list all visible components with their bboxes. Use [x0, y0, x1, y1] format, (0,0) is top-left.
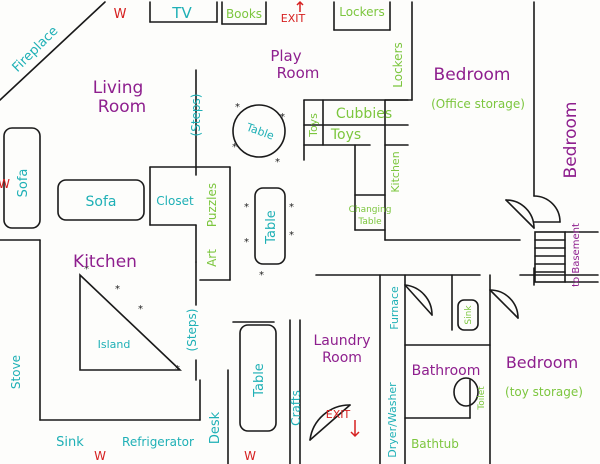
toys-label: Toys — [330, 127, 361, 143]
exit-bottom-label: EXIT — [326, 408, 351, 421]
laundry-room-label: Laundry — [313, 333, 370, 349]
sink-label: Sink — [56, 435, 84, 450]
tv-label: TV — [171, 4, 192, 22]
steps-upper-label: (Steps) — [189, 94, 203, 137]
lower-table-shape — [239, 324, 277, 432]
room-labels: Living Room Play Room Bedroom Bedroom Ki… — [73, 47, 581, 379]
bathtub-label: Bathtub — [411, 437, 459, 451]
window-mark-bottom-desk: W — [244, 449, 256, 463]
long-table-label: Table — [264, 210, 279, 245]
bath-sink-shape — [457, 299, 479, 331]
note-labels: (Office storage) (toy storage) — [431, 97, 583, 399]
svg-text:*: * — [232, 142, 237, 153]
exits: EXIT EXIT — [281, 0, 360, 438]
furniture-labels: TV Fireplace Sofa Sofa Closet Table Tabl… — [9, 4, 401, 458]
window-mark-left: W — [0, 177, 10, 191]
svg-text:*: * — [280, 112, 285, 123]
sofa-center-shape — [57, 179, 145, 221]
svg-text:*: * — [275, 157, 280, 168]
svg-text:*: * — [244, 237, 249, 248]
changing-table-label-2: Table — [357, 217, 382, 227]
window-marks: W W W W — [0, 7, 256, 463]
svg-text:*: * — [138, 304, 143, 315]
round-table-label: Table — [244, 120, 276, 142]
long-table-shape — [254, 187, 286, 265]
storage-labels: Books Lockers Lockers Cubbies Toys Toys … — [205, 5, 487, 451]
books-label: Books — [226, 7, 262, 21]
svg-text:*: * — [289, 230, 294, 241]
svg-text:*: * — [244, 202, 249, 213]
stairs-basement-label: to Basement — [571, 223, 582, 287]
toy-storage-note: (toy storage) — [505, 385, 583, 399]
exit-top-arrow-icon — [296, 0, 304, 12]
refrigerator-label: Refrigerator — [122, 435, 194, 449]
window-mark-top: W — [114, 7, 127, 22]
exit-top-label: EXIT — [281, 12, 306, 25]
laundry-room-label-2: Room — [322, 350, 362, 366]
svg-text:*: * — [115, 284, 120, 295]
closet-label: Closet — [156, 194, 194, 208]
living-room-label: Living — [93, 78, 144, 98]
puzzles-label: Puzzles — [205, 183, 219, 227]
svg-text:*: * — [259, 270, 264, 281]
bedroom-toy-label: Bedroom — [506, 353, 578, 372]
kitchen-play-label: Kitchen — [389, 151, 402, 192]
bathroom-label: Bathroom — [412, 363, 481, 379]
sofa-center-label: Sofa — [86, 194, 117, 210]
round-table-shape — [232, 104, 286, 158]
play-room-label-2: Room — [277, 64, 320, 82]
toilet-label: Toilet — [477, 386, 487, 411]
sofa-left-label: Sofa — [16, 169, 31, 198]
lockers-side-label: Lockers — [391, 42, 405, 88]
bath-sink-label: Sink — [464, 305, 474, 325]
svg-text:*: * — [84, 264, 89, 275]
dryer-washer-label: Dryer/Washer — [386, 382, 399, 458]
art-label: Art — [205, 249, 219, 267]
toilet-shape — [453, 377, 479, 407]
stair-treads — [534, 239, 566, 273]
sofa-left-shape — [3, 127, 41, 229]
living-room-label-2: Room — [98, 97, 146, 117]
island-label: Island — [98, 338, 131, 351]
stove-label: Stove — [9, 355, 23, 389]
bedroom-side-label: Bedroom — [561, 102, 581, 179]
steps-lower-label: (Steps) — [185, 309, 199, 352]
desk-label: Desk — [208, 411, 223, 444]
crafts-label: Crafts — [289, 390, 303, 426]
play-room-label: Play — [270, 47, 301, 65]
window-mark-bottom-left: W — [94, 449, 106, 463]
kitchen-label: Kitchen — [73, 252, 137, 272]
chair-markers: * * * * * * * * * * * * * — [84, 102, 294, 375]
lockers-top-label: Lockers — [339, 5, 385, 19]
svg-text:*: * — [175, 364, 180, 375]
svg-text:*: * — [289, 202, 294, 213]
toys-vertical-label: Toys — [307, 113, 320, 138]
bedroom-office-label: Bedroom — [434, 65, 511, 85]
island-shape — [79, 273, 183, 371]
furniture-shapes — [3, 104, 479, 432]
exit-bottom-arrow-icon — [350, 420, 360, 438]
changing-table-label: Changing — [349, 205, 392, 215]
lower-table-label: Table — [252, 363, 267, 398]
furnace-label: Furnace — [388, 286, 401, 330]
office-storage-note: (Office storage) — [431, 97, 525, 111]
cubbies-label: Cubbies — [336, 106, 392, 122]
svg-text:*: * — [235, 102, 240, 113]
